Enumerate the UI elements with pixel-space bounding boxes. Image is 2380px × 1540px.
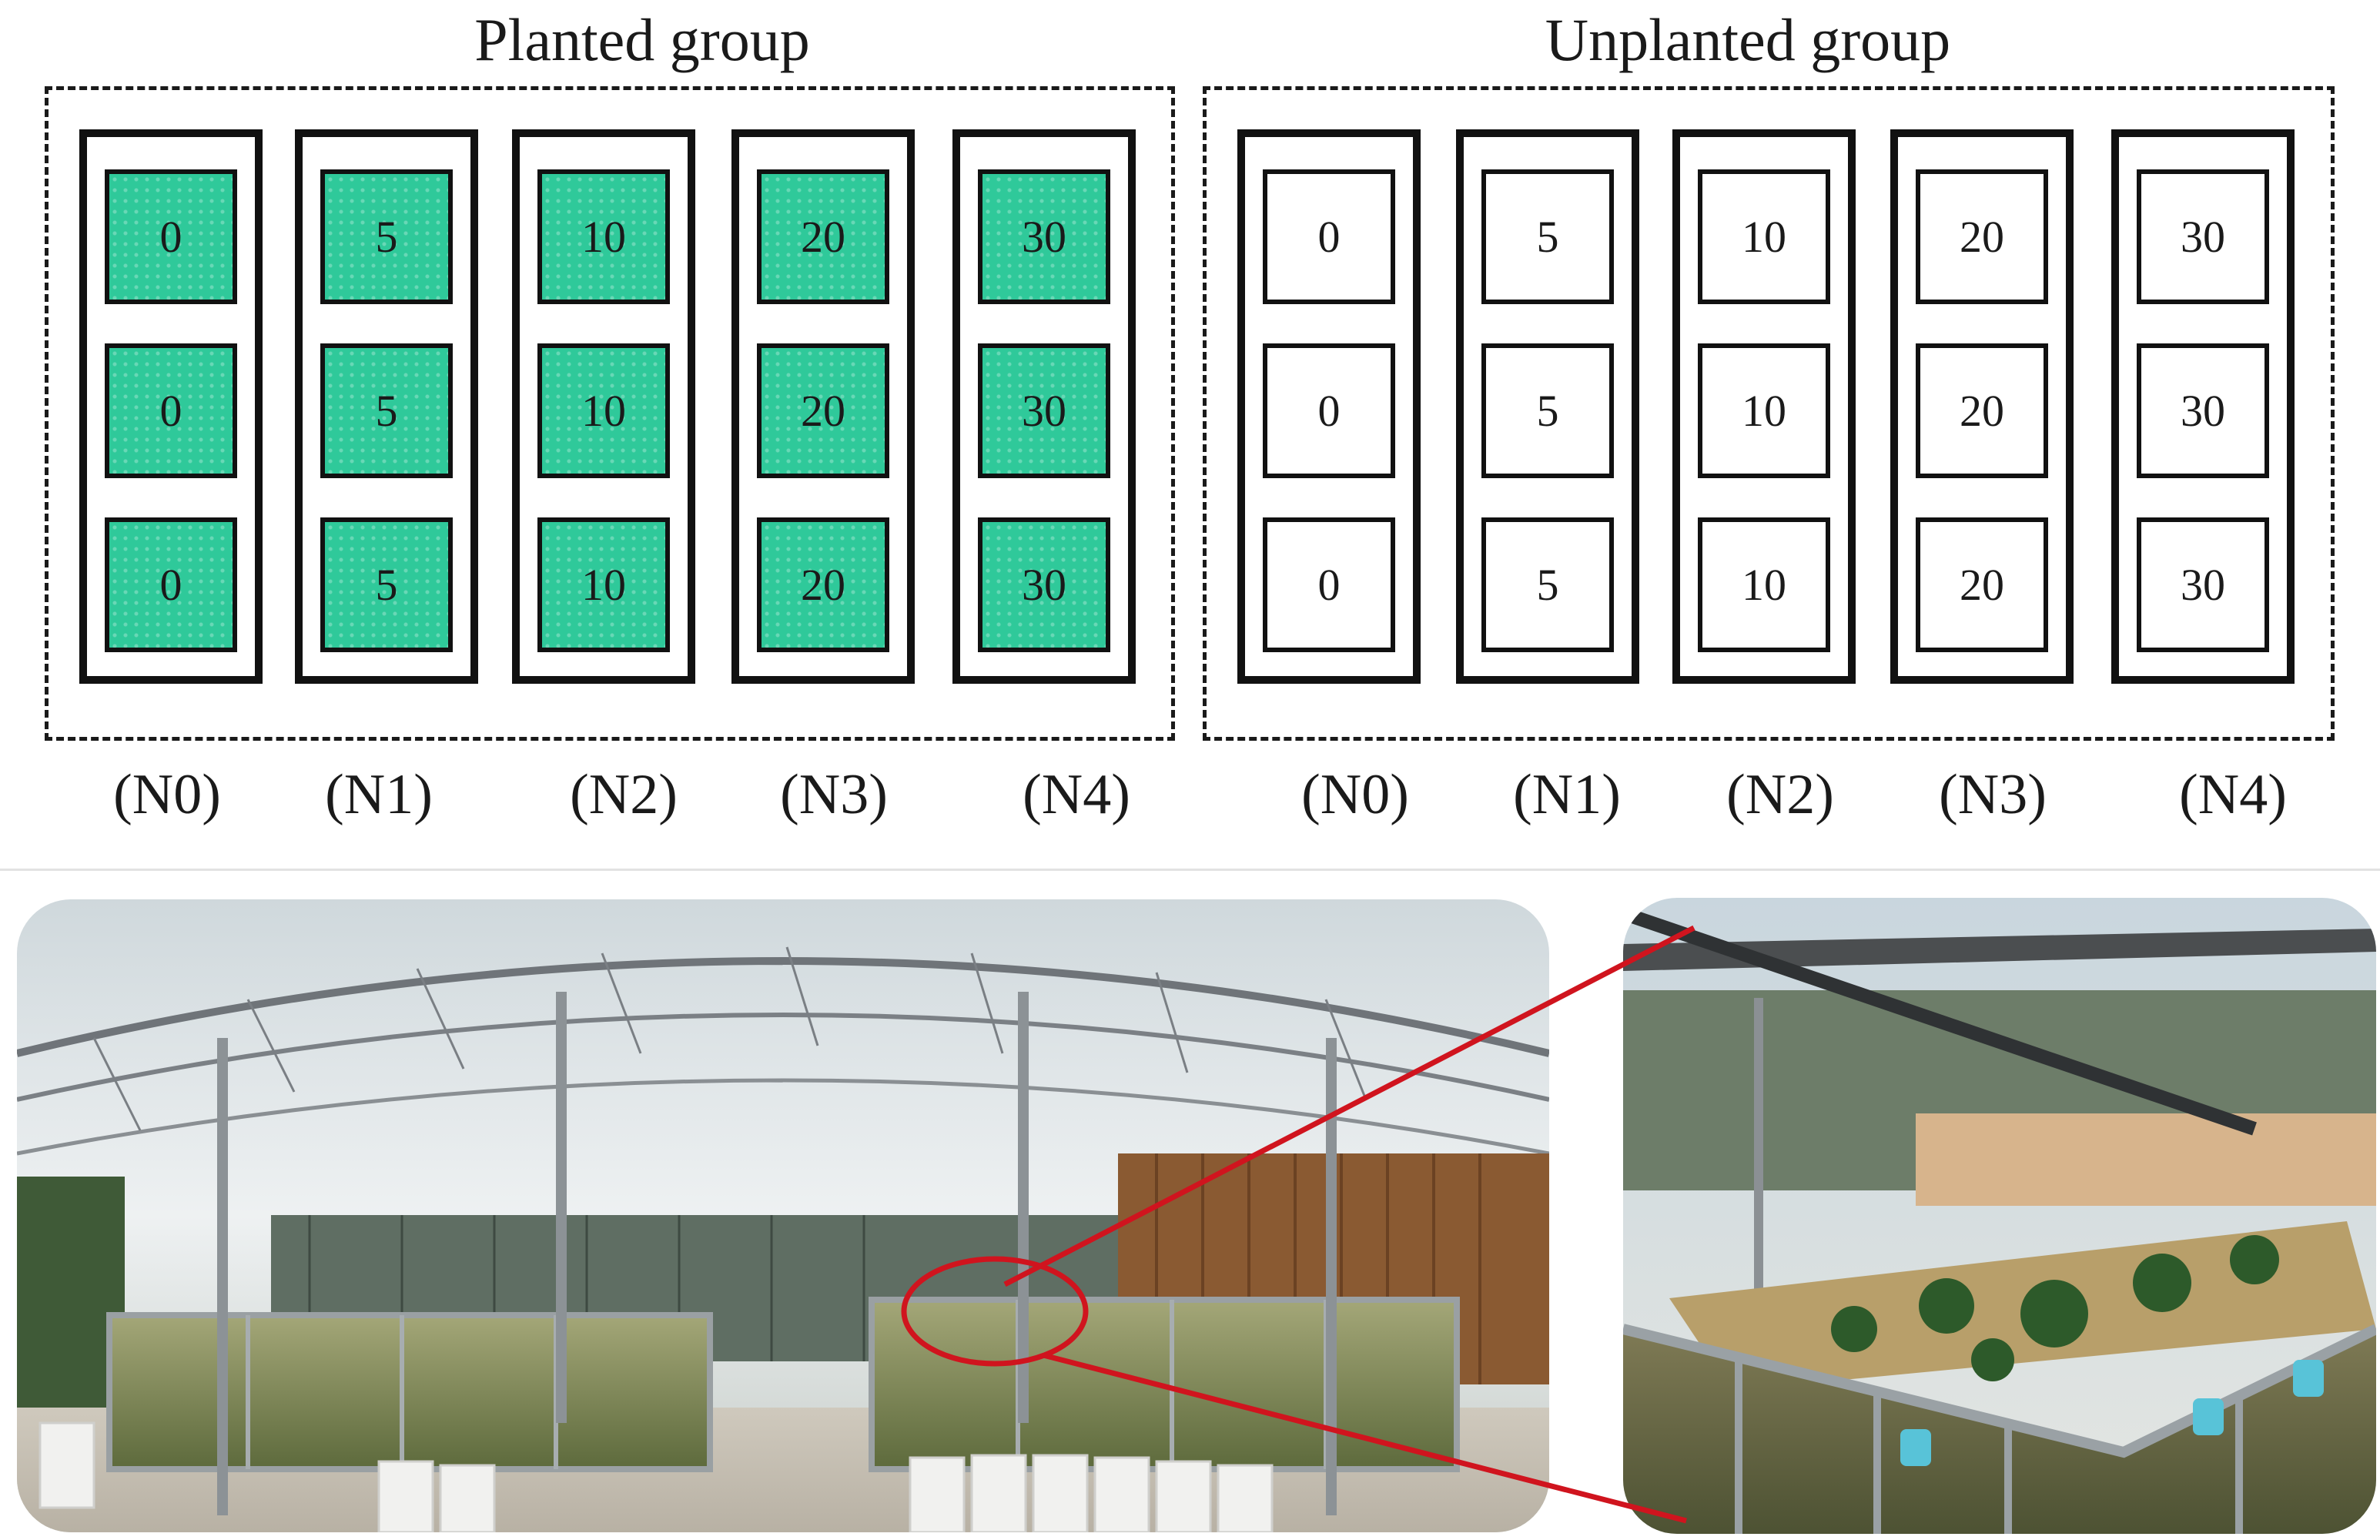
planted-cell: 5 xyxy=(320,343,453,478)
planted-cell: 30 xyxy=(978,169,1110,304)
treatment-label: (N4) xyxy=(1023,763,1130,826)
planted-group-tank: 20 20 20 xyxy=(731,129,915,684)
unplanted-group-tank: 30 30 30 xyxy=(2111,129,2295,684)
planted-group-tank: 10 10 10 xyxy=(512,129,695,684)
tank-closeup-photo xyxy=(1623,898,2376,1534)
unplanted-group-title: Unplanted group xyxy=(1545,6,1951,73)
planted-cell: 5 xyxy=(320,517,453,652)
unplanted-cell: 10 xyxy=(1698,343,1830,478)
greenhouse-panorama-photo xyxy=(17,899,1549,1532)
planted-cell: 10 xyxy=(537,343,670,478)
treatment-label: (N0) xyxy=(1301,763,1409,826)
unplanted-group-frame xyxy=(1203,86,2335,741)
unplanted-cell: 30 xyxy=(2137,169,2269,304)
treatment-label: (N3) xyxy=(780,763,888,826)
section-divider xyxy=(0,869,2380,871)
planted-group-tank: 30 30 30 xyxy=(952,129,1136,684)
unplanted-cell: 10 xyxy=(1698,169,1830,304)
planted-group-frame xyxy=(45,86,1175,741)
planted-group-tank: 5 5 5 xyxy=(295,129,478,684)
planted-group-title: Planted group xyxy=(474,6,810,73)
planted-cell: 0 xyxy=(105,517,237,652)
planted-cell: 30 xyxy=(978,343,1110,478)
planted-cell: 0 xyxy=(105,169,237,304)
planted-cell: 30 xyxy=(978,517,1110,652)
planted-cell: 20 xyxy=(757,343,889,478)
treatment-label: (N0) xyxy=(113,763,221,826)
treatment-label: (N3) xyxy=(1939,763,2047,826)
planted-cell: 5 xyxy=(320,169,453,304)
unplanted-group-tank: 20 20 20 xyxy=(1890,129,2074,684)
planted-cell: 20 xyxy=(757,169,889,304)
planted-cell: 20 xyxy=(757,517,889,652)
unplanted-cell: 5 xyxy=(1481,343,1614,478)
planted-cell: 10 xyxy=(537,517,670,652)
unplanted-cell: 20 xyxy=(1916,517,2048,652)
unplanted-cell: 10 xyxy=(1698,517,1830,652)
unplanted-cell: 20 xyxy=(1916,343,2048,478)
planted-cell: 0 xyxy=(105,343,237,478)
unplanted-cell: 30 xyxy=(2137,517,2269,652)
unplanted-cell: 20 xyxy=(1916,169,2048,304)
unplanted-group-tank: 0 0 0 xyxy=(1237,129,1421,684)
unplanted-cell: 5 xyxy=(1481,517,1614,652)
planted-cell: 10 xyxy=(537,169,670,304)
unplanted-cell: 5 xyxy=(1481,169,1614,304)
unplanted-cell: 0 xyxy=(1263,517,1395,652)
unplanted-group-tank: 5 5 5 xyxy=(1456,129,1639,684)
unplanted-group-tank: 10 10 10 xyxy=(1672,129,1856,684)
unplanted-cell: 30 xyxy=(2137,343,2269,478)
treatment-label: (N4) xyxy=(2179,763,2287,826)
planted-group-tank: 0 0 0 xyxy=(79,129,263,684)
unplanted-cell: 0 xyxy=(1263,169,1395,304)
treatment-label: (N1) xyxy=(325,763,433,826)
unplanted-cell: 0 xyxy=(1263,343,1395,478)
treatment-label: (N2) xyxy=(1726,763,1834,826)
treatment-label: (N1) xyxy=(1513,763,1621,826)
treatment-label: (N2) xyxy=(570,763,678,826)
